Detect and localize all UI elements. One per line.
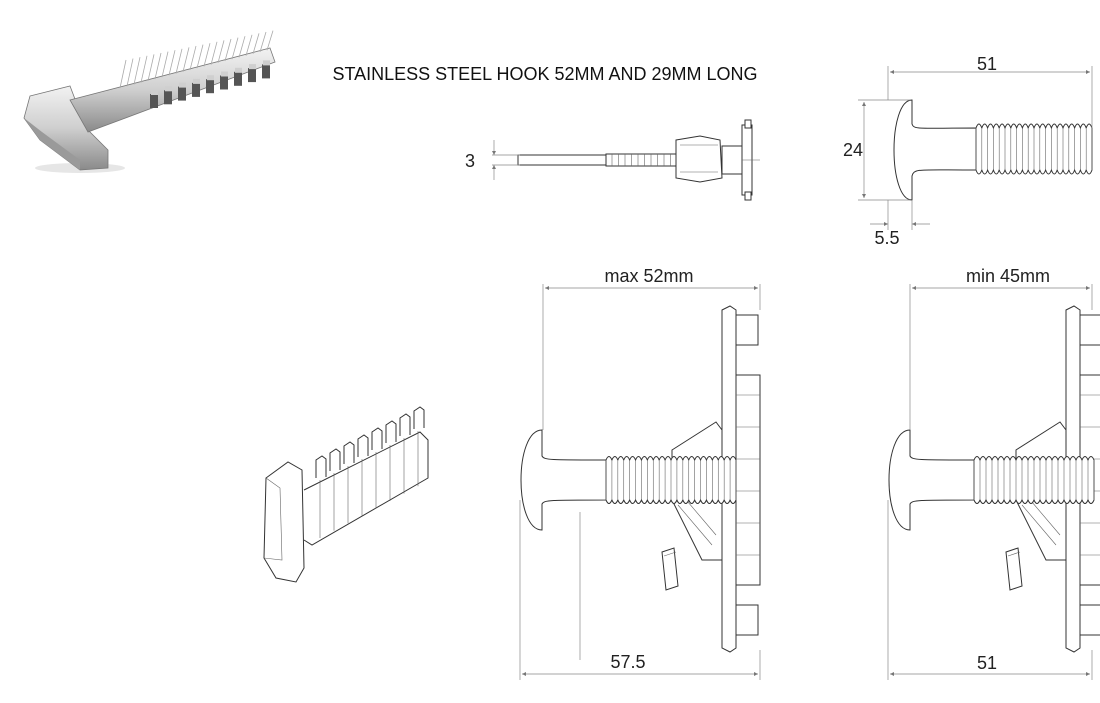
photo-rib <box>210 41 218 65</box>
photo-rib <box>182 47 190 72</box>
photo-tooth-top <box>235 67 242 73</box>
photo-tooth <box>206 79 214 94</box>
iso-tooth <box>315 455 327 478</box>
photo-tooth-top <box>221 71 228 77</box>
photo-rib <box>259 31 267 53</box>
iso-tooth <box>343 441 355 464</box>
iso-tooth <box>413 406 425 429</box>
set-screw <box>1005 547 1023 591</box>
photo-rib <box>196 44 204 69</box>
photo-rib <box>252 33 260 54</box>
iso-tooth <box>357 434 369 457</box>
set-screw <box>661 547 679 591</box>
photo-rib <box>231 37 239 60</box>
dim-total-51: 51 <box>977 653 997 673</box>
set-screw-edge <box>1007 551 1021 557</box>
photo-rib <box>189 45 197 71</box>
photo-tooth-top <box>249 64 256 70</box>
bracket-bolt-bottom <box>1079 604 1100 636</box>
photo-rib <box>224 38 232 62</box>
assembly-max-dims <box>519 284 761 680</box>
hook-head <box>520 429 607 531</box>
assembly-max <box>520 305 761 653</box>
bracket-body <box>735 374 761 586</box>
photo-tooth <box>150 94 158 108</box>
dim-thickness: 3 <box>465 151 475 171</box>
photo-tooth-top <box>263 60 270 66</box>
page-title: STAINLESS STEEL HOOK 52MM AND 29MM LONG <box>332 64 757 84</box>
hook-photo-teeth <box>119 30 274 108</box>
photo-tooth-top <box>151 90 158 95</box>
iso-tooth <box>329 448 341 471</box>
photo-rib <box>133 57 141 85</box>
photo-rib <box>238 36 246 58</box>
dim-min-45mm: min 45mm <box>966 266 1050 286</box>
photo-tooth-top <box>179 82 186 88</box>
bracket-bolt-bottom <box>735 604 759 636</box>
set-screw-edge <box>663 551 677 557</box>
photo-tooth-top <box>207 75 214 81</box>
dim-width-51: 51 <box>977 54 997 74</box>
iso-tooth <box>371 427 383 450</box>
photo-rib <box>168 50 176 76</box>
photo-rib <box>161 51 169 78</box>
photo-rib <box>154 52 162 80</box>
photo-tooth <box>178 86 186 101</box>
photo-rib <box>140 55 148 83</box>
photo-tooth <box>234 71 242 86</box>
photo-tooth <box>262 64 270 79</box>
iso-tooth <box>385 420 397 443</box>
photo-rib <box>119 59 127 89</box>
hook-isometric <box>263 406 429 583</box>
photo-rib <box>203 43 211 67</box>
hook-profile <box>858 66 1093 230</box>
hook-isometric-teeth <box>315 406 425 538</box>
photo-tooth <box>192 82 200 97</box>
assembly-min-dims <box>887 284 1093 680</box>
iso-tooth <box>399 413 411 436</box>
photo-tooth-top <box>193 78 200 84</box>
photo-rib <box>175 48 183 74</box>
photo-rib <box>126 58 134 87</box>
photo-rib <box>266 30 274 51</box>
photo-rib <box>217 40 225 63</box>
assembly-min <box>888 305 1100 653</box>
bracket-bolt-top <box>735 314 759 346</box>
side-view-teeth <box>611 154 671 166</box>
photo-rib <box>245 34 253 56</box>
dim-height-24: 24 <box>843 140 863 160</box>
photo-rib <box>147 54 155 81</box>
dim-head-5-5: 5.5 <box>874 228 899 248</box>
photo-tooth <box>248 68 256 83</box>
photo-tooth-top <box>165 86 172 92</box>
hook-photo <box>23 30 276 173</box>
photo-tooth <box>220 75 228 90</box>
dim-max-52mm: max 52mm <box>604 266 693 286</box>
dim-total-57-5: 57.5 <box>610 652 645 672</box>
bracket-bolt-top <box>1079 314 1100 346</box>
hook-head <box>888 429 975 531</box>
photo-tooth <box>164 90 172 105</box>
side-view-thin <box>491 119 760 201</box>
